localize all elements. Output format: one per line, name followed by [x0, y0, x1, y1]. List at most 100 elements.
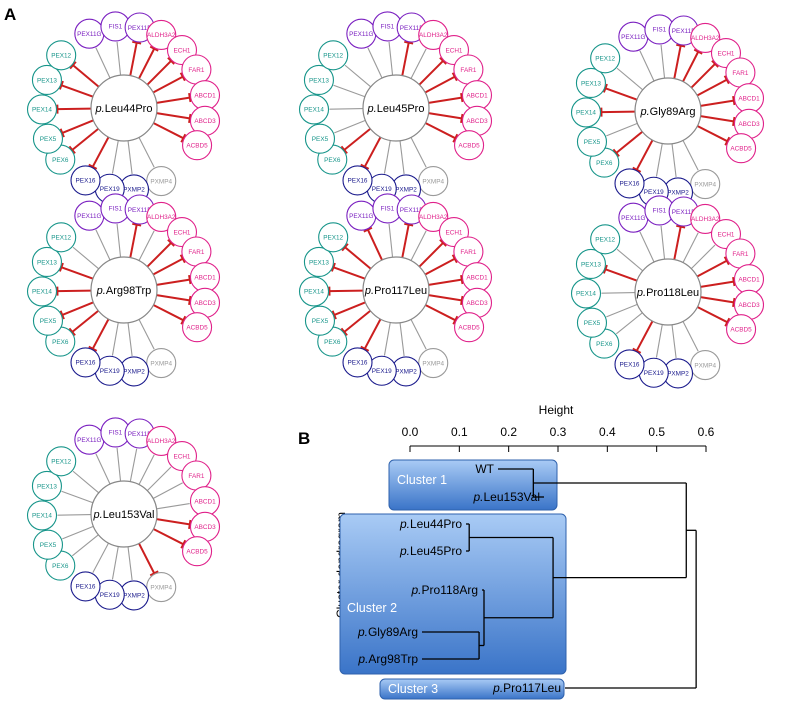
edge-pex14	[57, 107, 92, 111]
inhibition-bar	[59, 80, 64, 90]
node-label: PEX11B	[128, 207, 152, 214]
edge-pex12	[344, 64, 372, 88]
cluster-label-1: Cluster 1	[397, 473, 447, 487]
edge-pxmp4	[138, 137, 155, 168]
inhibition-bar	[132, 222, 142, 227]
node-pxmp4	[418, 166, 449, 197]
node-label: ACBD5	[730, 146, 752, 153]
node-label: FIS1	[109, 24, 123, 31]
edge-pxmp2	[671, 143, 677, 178]
node-label: PEX11G	[77, 213, 101, 220]
edge-pex11g	[366, 229, 383, 261]
node-label: PEX5	[40, 136, 57, 143]
inhibition-bar	[439, 57, 447, 65]
cluster-label-3: Cluster 3	[388, 682, 438, 696]
edge-pex12	[72, 246, 100, 270]
node-label: PEX13	[581, 80, 601, 87]
edge-pex13	[61, 266, 94, 280]
node-label: PXMP2	[123, 369, 145, 376]
inhibition-bar	[439, 239, 447, 247]
inhibition-bar	[180, 315, 187, 325]
edge-pex14	[601, 110, 636, 114]
edge-far1	[696, 259, 728, 278]
node-pex13	[303, 64, 334, 96]
node-aldh3a2	[146, 19, 177, 50]
edge-pxmp2	[127, 322, 133, 357]
node-pex13	[31, 246, 62, 278]
node-label: PXMP4	[694, 181, 716, 188]
node-aldh3a2	[690, 22, 721, 53]
node-acbd5	[182, 130, 213, 161]
edge-pex11g	[95, 229, 111, 261]
inhibition-bar	[188, 93, 192, 103]
inhibition-bar	[632, 347, 642, 354]
edge-pxmp4	[682, 140, 699, 171]
node-pex14	[570, 278, 602, 309]
edge-pxmp2	[127, 546, 133, 581]
node-label: ALDH3A2	[147, 32, 176, 39]
node-label: PEX11G	[349, 31, 373, 38]
node-label: FAR1	[188, 249, 204, 256]
node-acbd5	[454, 130, 485, 161]
x-axis-label: Height	[539, 403, 574, 417]
node-label: ABCD3	[194, 524, 216, 531]
node-label: ECH1	[445, 47, 462, 54]
inhibition-bar	[460, 275, 464, 285]
edge-pex6	[343, 127, 371, 151]
edge-ech1	[146, 466, 172, 492]
node-label: PEX14	[304, 289, 324, 296]
inhibition-bar	[340, 145, 348, 154]
node-label: ACBD5	[186, 325, 208, 332]
hub-node	[634, 258, 702, 326]
inhibition-bar	[188, 113, 192, 123]
inhibition-bar	[404, 222, 414, 227]
edge-far1	[152, 75, 184, 94]
node-label: PEX11B	[672, 28, 696, 35]
edge-aldh3a2	[138, 48, 156, 80]
node-label: ABCD1	[466, 274, 488, 281]
node-aldh3a2	[146, 201, 177, 232]
inhibition-bar	[180, 133, 187, 143]
inhibition-bar	[724, 317, 731, 327]
node-label: ACBD5	[186, 549, 208, 556]
inhibition-bar	[693, 48, 703, 55]
node-label: ABCD1	[738, 95, 760, 102]
inhibition-bar	[676, 43, 686, 48]
node-label: PXMP4	[422, 178, 444, 185]
node-label: FAR1	[732, 70, 748, 77]
inhibition-bar	[404, 40, 414, 45]
edge-abcd3	[156, 112, 190, 120]
inhibition-bar	[460, 113, 464, 123]
node-label: PEX19	[372, 368, 392, 375]
node-pxmp4	[418, 348, 449, 379]
edge-pex11g	[95, 453, 111, 485]
edge-pex14	[57, 289, 92, 293]
node-label: ECH1	[173, 47, 190, 54]
edge-pex19	[383, 322, 391, 356]
edge-pex19	[655, 143, 663, 177]
panel-a-letter: A	[4, 5, 16, 24]
edge-abcd3	[156, 294, 190, 302]
inhibition-bar	[68, 327, 76, 336]
node-label: PEX13	[581, 261, 601, 268]
node-label: PEX11B	[128, 431, 152, 438]
edge-abcd1	[156, 96, 190, 104]
node-label: PXMP2	[395, 187, 417, 194]
edge-abcd3	[700, 115, 734, 123]
node-label: FIS1	[653, 208, 667, 215]
inhibition-bar	[188, 519, 192, 529]
node-label: PEX11G	[77, 437, 101, 444]
edge-pex14	[601, 292, 636, 294]
node-label: PEX14	[304, 107, 324, 114]
hub-label: p.Pro117Leu	[364, 285, 427, 297]
edge-acbd5	[152, 304, 184, 322]
edge-pex11b	[129, 448, 138, 482]
inhibition-bar	[331, 262, 336, 272]
hub-node	[90, 74, 158, 142]
node-label: FIS1	[381, 24, 395, 31]
node-label: PEX14	[32, 289, 52, 296]
inhibition-bar	[732, 116, 736, 126]
node-label: PEX16	[76, 178, 96, 185]
node-label: PEX14	[32, 513, 52, 520]
